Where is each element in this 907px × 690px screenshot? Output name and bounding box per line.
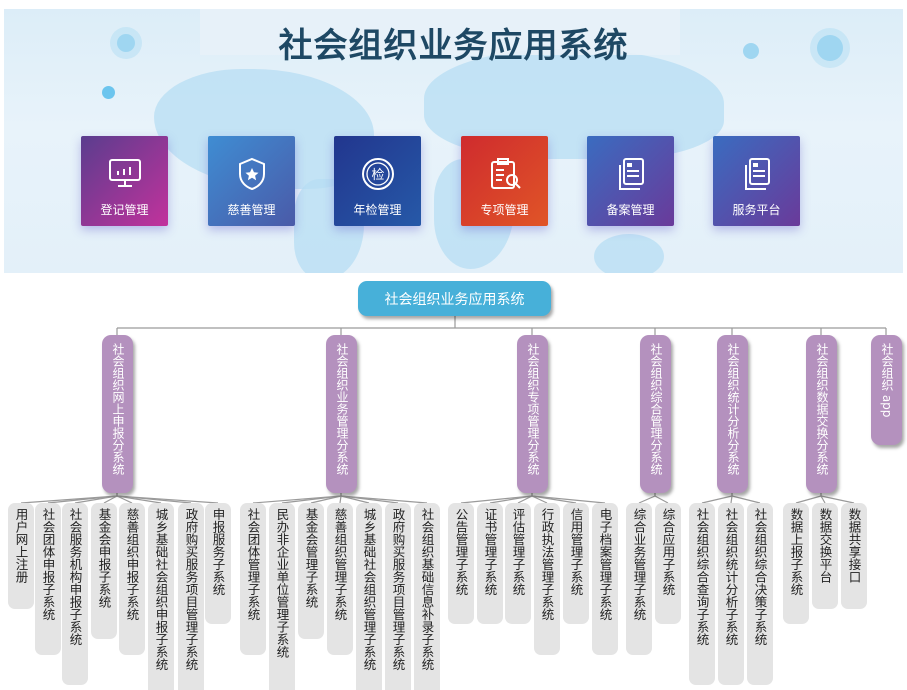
tree-leaf-node: 数据交换平台 xyxy=(812,503,838,609)
leaf-connector xyxy=(340,495,399,504)
tree-leaf-node: 城乡基础社会组织管理子系统 xyxy=(356,503,382,690)
title-band xyxy=(200,9,680,55)
leaf-connector xyxy=(252,495,342,504)
tree-leaf-node: 行政执法管理子系统 xyxy=(534,503,560,655)
leaf-connector xyxy=(116,495,219,504)
leaf-connector xyxy=(531,495,548,504)
tree-leaf-node: 信用管理子系统 xyxy=(563,503,589,624)
leaf-connector xyxy=(340,495,428,504)
leaf-connector xyxy=(820,495,826,504)
tree-branch-node: 社会组织 app xyxy=(871,335,902,445)
leaf-connector xyxy=(281,495,342,504)
module-tile-label: 服务平台 xyxy=(732,203,781,217)
tree-leaf-node: 公告管理子系统 xyxy=(448,503,474,624)
tree-leaf-node: 政府购买服务项目管理子系统 xyxy=(385,503,411,690)
documents-icon xyxy=(739,156,775,192)
leaf-connector xyxy=(116,495,192,504)
tree-leaf-node: 数据上报子系统 xyxy=(783,503,809,624)
tree-leaf-node: 电子档案管理子系统 xyxy=(592,503,618,655)
tree-leaf-node: 评估管理子系统 xyxy=(505,503,531,624)
module-tile-4[interactable]: 专项管理 xyxy=(461,136,548,226)
decorative-dot xyxy=(817,35,843,61)
tree-branch-node: 社会组织专项管理分系统 xyxy=(517,335,548,493)
inspection-seal-icon: 检 xyxy=(360,156,396,192)
tree-root-node: 社会组织业务应用系统 xyxy=(358,281,551,316)
page-title: 社会组织业务应用系统 xyxy=(278,26,629,66)
decorative-dot xyxy=(743,43,759,59)
leaf-connector xyxy=(103,495,118,504)
tree-leaf-node: 慈善组织管理子系统 xyxy=(327,503,353,655)
tree-leaf-node: 社会团体申报子系统 xyxy=(35,503,61,655)
leaf-connector xyxy=(638,495,656,504)
tree-leaf-node: 社会组织综合查询子系统 xyxy=(689,503,715,685)
module-tile-label: 备案管理 xyxy=(606,203,655,217)
tree-leaf-node: 证书管理子系统 xyxy=(477,503,503,624)
header-banner: 社会组织业务应用系统 登记管理慈善管理检年检管理专项管理备案管理服务平台 xyxy=(4,9,903,273)
module-tile-label: 登记管理 xyxy=(100,203,149,217)
module-tile-3[interactable]: 检年检管理 xyxy=(334,136,421,226)
tree-leaf-node: 申报服务子系统 xyxy=(205,503,231,624)
tree-leaf-node: 综合应用子系统 xyxy=(655,503,681,624)
tree-branch-node: 社会组织统计分析分系统 xyxy=(717,335,748,493)
tree-branch-node: 社会组织网上申报分系统 xyxy=(102,335,133,493)
decorative-dot xyxy=(102,86,115,99)
leaf-connector xyxy=(339,495,342,504)
tree-branch-node: 社会组织业务管理分系统 xyxy=(326,335,357,493)
leaf-connector xyxy=(74,495,118,504)
tree-leaf-node: 社会组织基础信息补录子系统 xyxy=(414,503,440,690)
world-map-australia xyxy=(594,234,664,273)
shield-star-icon xyxy=(234,156,270,192)
leaf-connector xyxy=(116,495,162,504)
tree-leaf-node: 数据共享接口 xyxy=(841,503,867,609)
decorative-dot xyxy=(117,34,135,52)
module-tile-5[interactable]: 备案管理 xyxy=(587,136,674,226)
leaf-connector xyxy=(340,495,370,504)
tree-leaf-node: 民办非企业单位管理子系统 xyxy=(269,503,295,690)
leaf-connector xyxy=(460,495,533,504)
tree-leaf-node: 基金会申报子系统 xyxy=(91,503,117,639)
tree-branch-node: 社会组织数据交换分系统 xyxy=(806,335,837,493)
tree-leaf-node: 慈善组织申报子系统 xyxy=(119,503,145,655)
clipboard-search-icon xyxy=(487,156,523,192)
leaf-connector xyxy=(731,495,761,504)
leaf-connector xyxy=(531,495,606,504)
tree-leaf-node: 社会组织统计分析子系统 xyxy=(718,503,744,685)
tree-leaf-node: 社会团体管理子系统 xyxy=(240,503,266,655)
leaf-connector xyxy=(795,495,822,504)
leaf-connector xyxy=(730,495,733,504)
tree-leaf-node: 城乡基础社会组织申报子系统 xyxy=(148,503,174,690)
leaf-connector xyxy=(20,495,118,504)
module-tile-label: 慈善管理 xyxy=(227,203,276,217)
leaf-connector xyxy=(531,495,577,504)
tree-leaf-node: 社会组织综合决策子系统 xyxy=(747,503,773,685)
leaf-connector xyxy=(310,495,342,504)
module-tile-1[interactable]: 登记管理 xyxy=(81,136,168,226)
leaf-connector xyxy=(489,495,533,504)
tree-leaf-node: 政府购买服务项目管理子系统 xyxy=(178,503,204,690)
module-tile-6[interactable]: 服务平台 xyxy=(713,136,800,226)
tree-branch-node: 社会组织综合管理分系统 xyxy=(640,335,671,493)
leaf-connector xyxy=(116,495,133,504)
leaf-connector xyxy=(701,495,733,504)
module-tile-2[interactable]: 慈善管理 xyxy=(208,136,295,226)
tree-leaf-node: 社会服务机构申报子系统 xyxy=(62,503,88,685)
leaf-connector xyxy=(517,495,533,504)
module-tile-label: 年检管理 xyxy=(353,203,402,217)
module-tile-label: 专项管理 xyxy=(480,203,529,217)
leaf-connector xyxy=(820,495,855,504)
monitor-chart-icon xyxy=(107,156,143,192)
tree-leaf-node: 基金会管理子系统 xyxy=(298,503,324,639)
leaf-connector xyxy=(47,495,118,504)
documents-icon xyxy=(613,156,649,192)
svg-text:检: 检 xyxy=(371,168,384,183)
tree-leaf-node: 用户网上注册 xyxy=(8,503,34,609)
tree-leaf-node: 综合业务管理子系统 xyxy=(626,503,652,655)
leaf-connector xyxy=(654,495,669,504)
